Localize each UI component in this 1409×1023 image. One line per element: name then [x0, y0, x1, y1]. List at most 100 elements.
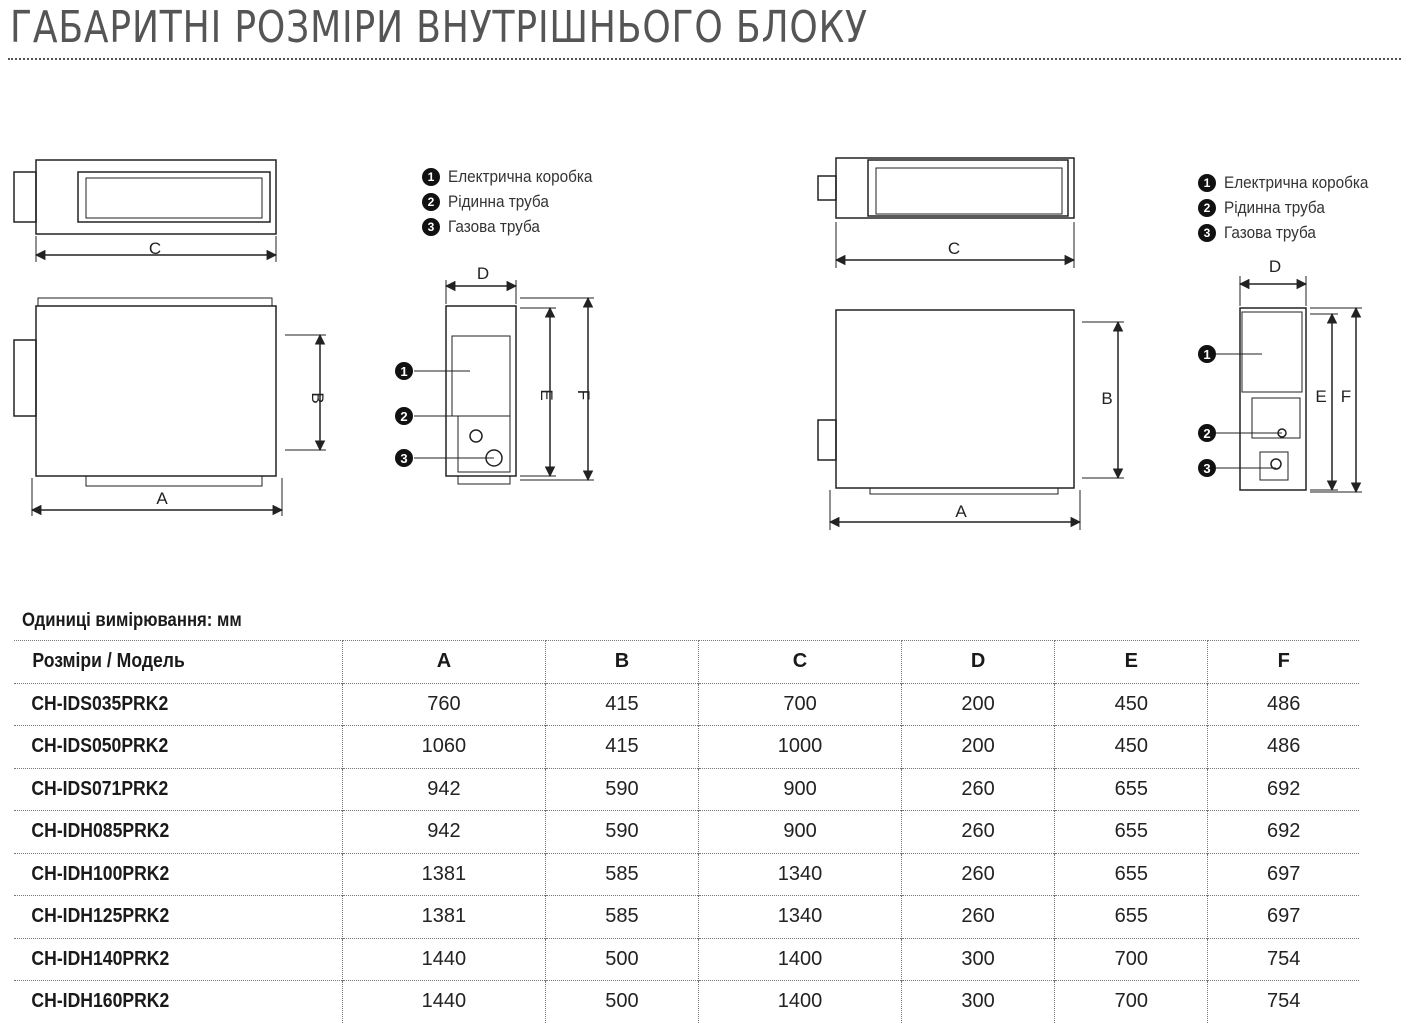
value-cell-f: 692 [1207, 767, 1359, 811]
svg-text:1: 1 [400, 364, 407, 379]
value-cell-e: 655 [1054, 852, 1208, 896]
callout-1-right [1198, 345, 1216, 363]
value-cell-e: 450 [1054, 725, 1208, 768]
legend-label: Газова труба [448, 216, 540, 236]
header-col-f: F [1207, 640, 1359, 683]
value-cell-b: 500 [544, 980, 699, 1023]
value-cell-c: 900 [698, 810, 902, 853]
value-cell-c: 1340 [698, 895, 902, 938]
page-title: ГАБАРИТНІ РОЗМІРИ ВНУТРІШНЬОГО БЛОКУ [10, 2, 868, 53]
value-cell-a: 760 [342, 682, 546, 726]
header-model: Розміри / Модель [14, 640, 343, 683]
number-badge: 3 [422, 217, 440, 236]
dimension-drawings: 1 2 3 1 2 3 C A B D E F C A B D E F [13, 157, 1362, 530]
value-cell-f: 697 [1207, 852, 1359, 896]
svg-text:2: 2 [400, 409, 407, 424]
units-caption: Одиниці вимірювання: мм [22, 610, 242, 631]
model-cell: CH-IDS050PRK2 [14, 725, 343, 768]
value-cell-e: 655 [1054, 895, 1208, 938]
callout-2-right [1198, 424, 1216, 442]
legend-label: Рідинна труба [448, 191, 549, 211]
header-col-d: D [900, 640, 1055, 683]
value-cell-c: 1340 [698, 852, 902, 896]
value-cell-f: 692 [1207, 810, 1359, 853]
dim-label-b-right: B [1101, 389, 1112, 408]
model-cell: CH-IDH125PRK2 [14, 895, 343, 938]
dim-label-d-left: D [477, 264, 489, 283]
callout-3-left [395, 449, 413, 467]
value-cell-f: 697 [1207, 895, 1359, 938]
value-cell-d: 260 [900, 810, 1055, 853]
value-cell-a: 942 [342, 767, 546, 811]
right-side-view [1216, 276, 1362, 494]
dim-label-a-right: A [955, 502, 967, 521]
value-cell-d: 200 [900, 682, 1055, 726]
value-cell-e: 700 [1054, 937, 1208, 981]
model-cell: CH-IDS035PRK2 [14, 682, 343, 726]
value-cell-d: 300 [900, 937, 1055, 981]
dim-label-c-left: C [149, 239, 161, 258]
value-cell-c: 1000 [698, 725, 902, 768]
value-cell-b: 585 [544, 895, 699, 938]
value-cell-a: 1440 [342, 980, 546, 1023]
value-cell-c: 900 [698, 767, 902, 811]
model-cell: CH-IDH140PRK2 [14, 937, 343, 981]
value-cell-f: 486 [1207, 682, 1359, 726]
dim-label-c-right: C [948, 239, 960, 258]
dimensions-table: Розміри / Модель A B C D E F CH-IDS035PR… [14, 640, 1359, 1023]
model-cell: CH-IDH160PRK2 [14, 980, 343, 1023]
value-cell-b: 415 [544, 682, 699, 726]
value-cell-f: 754 [1207, 980, 1359, 1023]
dim-label-e-right: E [1315, 387, 1326, 406]
value-cell-a: 1381 [342, 852, 546, 896]
value-cell-e: 450 [1054, 682, 1208, 726]
value-cell-d: 260 [900, 895, 1055, 938]
value-cell-a: 1381 [342, 895, 546, 938]
value-cell-a: 1440 [342, 937, 546, 981]
value-cell-d: 200 [900, 725, 1055, 768]
callout-2-left [395, 407, 413, 425]
value-cell-e: 655 [1054, 810, 1208, 853]
model-cell: CH-IDH100PRK2 [14, 852, 343, 896]
legend-item: 3 Газова труба [1198, 220, 1385, 245]
header-col-a: A [342, 640, 546, 683]
left-side-view [414, 280, 594, 485]
header-col-b: B [544, 640, 699, 683]
value-cell-d: 260 [900, 767, 1055, 811]
value-cell-c: 1400 [698, 980, 902, 1023]
dim-label-e-left: E [537, 389, 556, 400]
number-badge: 1 [422, 167, 440, 186]
right-top-view [817, 157, 1076, 268]
title-divider [8, 58, 1401, 60]
legend-label: Газова труба [1224, 222, 1316, 242]
value-cell-e: 655 [1054, 767, 1208, 811]
value-cell-f: 486 [1207, 725, 1359, 768]
number-badge: 3 [1198, 223, 1216, 242]
callout-3-right [1198, 459, 1216, 477]
callout-1-left [395, 362, 413, 380]
value-cell-c: 700 [698, 682, 902, 726]
value-cell-f: 754 [1207, 937, 1359, 981]
legend-item: 3 Газова труба [422, 214, 609, 239]
number-badge: 2 [422, 192, 440, 211]
model-cell: CH-IDS071PRK2 [14, 767, 343, 811]
left-top-view [13, 159, 278, 262]
value-cell-b: 585 [544, 852, 699, 896]
model-cell: CH-IDH085PRK2 [14, 810, 343, 853]
header-col-e: E [1054, 640, 1208, 683]
value-cell-d: 260 [900, 852, 1055, 896]
dim-label-f-right: F [1341, 387, 1351, 406]
value-cell-e: 700 [1054, 980, 1208, 1023]
